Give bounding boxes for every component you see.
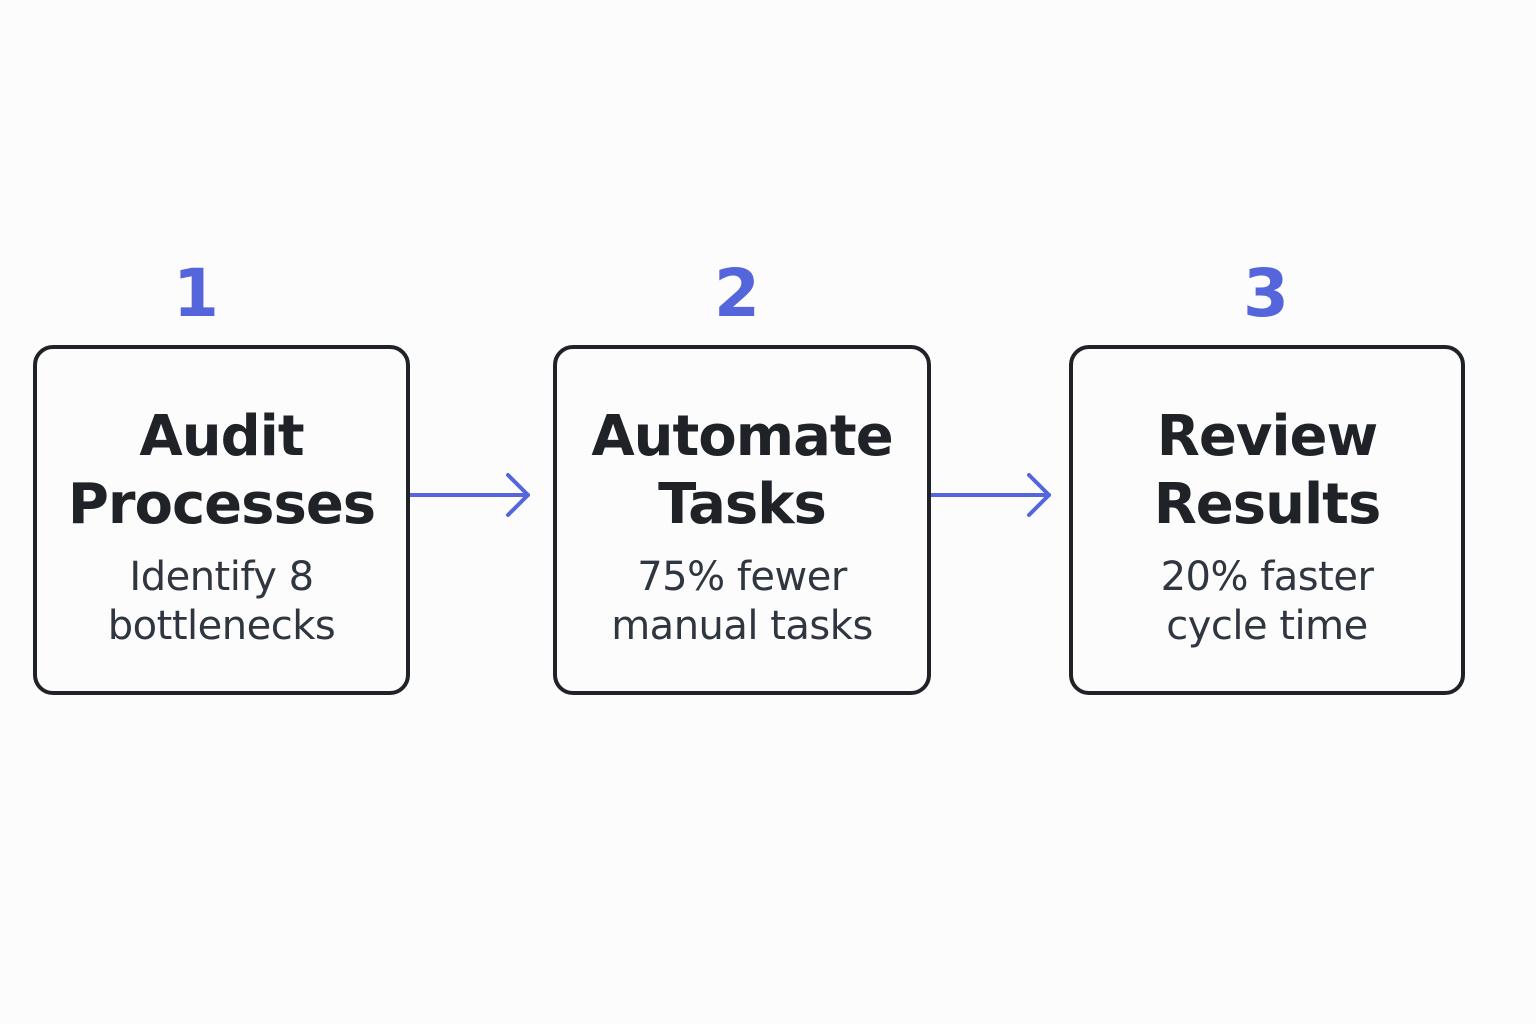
step-2-title-line-2: Tasks (658, 472, 827, 537)
step-1-number: 1 (173, 255, 219, 332)
arrow-right-icon (410, 473, 530, 517)
step-3-description-line-2: cycle time (1166, 603, 1368, 649)
step-1-title-line-1: Audit (139, 404, 304, 469)
step-2-number: 2 (714, 255, 760, 332)
step-3-title-line-2: Results (1153, 472, 1382, 537)
step-2-box: Automate Tasks 75% fewer manual tasks (553, 345, 931, 695)
step-1-description-line-2: bottlenecks (107, 603, 336, 649)
step-3-title-line-1: Review (1156, 404, 1379, 469)
step-1-description: Identify 8 bottlenecks (37, 553, 406, 651)
step-3-title: Review Results (1073, 403, 1461, 539)
arrow-right-icon (931, 473, 1051, 517)
step-1-title-line-2: Processes (67, 472, 376, 537)
step-2-description-line-2: manual tasks (611, 603, 873, 649)
step-3-description-line-1: 20% faster (1160, 554, 1374, 600)
step-3-description: 20% faster cycle time (1073, 553, 1461, 651)
step-2-description-line-1: 75% fewer (637, 554, 847, 600)
step-3-box: Review Results 20% faster cycle time (1069, 345, 1465, 695)
step-2-description: 75% fewer manual tasks (557, 553, 927, 651)
step-1-description-line-1: Identify 8 (129, 554, 314, 600)
step-1-title: Audit Processes (37, 403, 406, 539)
step-3-number: 3 (1243, 255, 1289, 332)
step-2-title: Automate Tasks (557, 403, 927, 539)
step-2-title-line-1: Automate (591, 404, 893, 469)
step-1-box: Audit Processes Identify 8 bottlenecks (33, 345, 410, 695)
